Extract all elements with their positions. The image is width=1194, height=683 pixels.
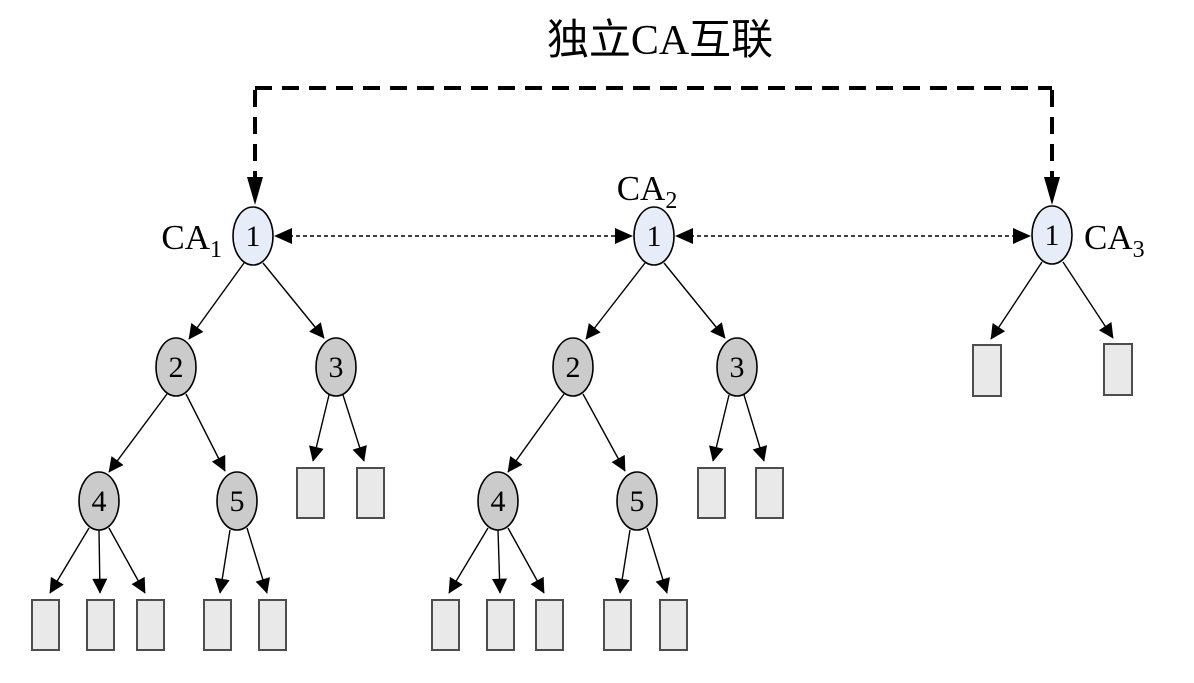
leaf-cert xyxy=(659,599,688,651)
ca1-label: CA1 xyxy=(161,218,222,263)
ca2-node-5-label: 5 xyxy=(630,485,645,518)
edge xyxy=(1062,261,1114,339)
edge xyxy=(646,527,670,594)
ca1-node-2 xyxy=(155,337,197,397)
ca1-node-5 xyxy=(216,471,258,531)
ca1-node-3 xyxy=(315,337,357,397)
edge xyxy=(309,394,330,462)
edge xyxy=(214,529,231,594)
ca1-root-node xyxy=(232,206,274,266)
leaf-cert xyxy=(603,599,632,651)
leaf-cert xyxy=(356,467,385,519)
ca1-label-text: CA xyxy=(161,218,210,257)
arrow-down-into-ca1-icon xyxy=(247,177,263,205)
edge xyxy=(108,393,168,473)
ca3-label-text: CA xyxy=(1084,218,1133,257)
edge xyxy=(585,262,646,340)
ca3-subtree: CA3 1 xyxy=(972,205,1145,397)
edge xyxy=(990,261,1043,340)
ca1-node-5-label: 5 xyxy=(230,485,245,518)
cross-cert-dotted-link xyxy=(274,228,1031,244)
ca2-root-label: 1 xyxy=(647,220,662,253)
ca2-node-4-label: 4 xyxy=(491,485,506,518)
leaf-cert xyxy=(972,344,1002,397)
edge xyxy=(108,527,146,594)
edge xyxy=(663,262,726,339)
edge xyxy=(582,393,626,472)
ca2-node-3-label: 3 xyxy=(730,351,745,384)
ca1-node-4-label: 4 xyxy=(92,485,107,518)
edge xyxy=(49,527,90,594)
ca2-label-subscript: 2 xyxy=(665,188,677,214)
edge xyxy=(188,262,245,340)
ca2-node-2 xyxy=(552,337,594,397)
edge xyxy=(92,529,108,594)
arrow-down-into-ca3-icon xyxy=(1044,177,1060,205)
edge xyxy=(492,529,508,594)
arrow-into-ca2-left-icon xyxy=(615,228,633,244)
ca2-node-5 xyxy=(616,471,658,531)
ca3-root-label: 1 xyxy=(1045,219,1060,252)
ca2-node-4 xyxy=(477,471,519,531)
leaf-cert xyxy=(535,599,564,651)
leaf-cert xyxy=(86,599,115,651)
ca1-node-4 xyxy=(78,471,120,531)
leaf-cert xyxy=(431,599,460,651)
edge xyxy=(246,527,270,594)
edge xyxy=(507,393,565,473)
diagram-title: 独立CA互联 xyxy=(547,17,773,64)
ca3-label: CA3 xyxy=(1084,218,1145,263)
ca1-label-subscript: 1 xyxy=(210,237,222,263)
ca1-node-2-label: 2 xyxy=(169,351,184,384)
interconnect-dashed-link xyxy=(247,86,1060,205)
ca1-node-3-label: 3 xyxy=(329,351,344,384)
ca1-subtree: CA1 1 2 3 4 5 xyxy=(31,206,385,651)
edge xyxy=(342,394,367,462)
leaf-cert xyxy=(486,599,515,651)
ca2-node-2-label: 2 xyxy=(566,351,581,384)
edge xyxy=(614,529,631,594)
leaf-cert xyxy=(697,467,726,519)
ca2-root-node xyxy=(633,206,675,266)
arrow-into-ca3-icon xyxy=(1013,228,1031,244)
ca2-subtree: CA2 1 2 3 4 5 xyxy=(431,169,784,651)
leaf-cert xyxy=(755,467,784,519)
edge xyxy=(507,527,545,594)
leaf-cert xyxy=(31,599,60,651)
ca3-root-node xyxy=(1031,205,1073,265)
leaf-cert xyxy=(258,599,287,651)
edge xyxy=(185,393,226,472)
edge xyxy=(743,394,768,462)
arrow-into-ca1-icon xyxy=(274,228,292,244)
ca2-label: CA2 xyxy=(617,169,678,214)
edge xyxy=(709,394,730,462)
ca2-node-3 xyxy=(716,337,758,397)
leaf-cert xyxy=(136,599,165,651)
ca3-label-subscript: 3 xyxy=(1133,237,1145,263)
arrow-into-ca2-right-icon xyxy=(675,228,693,244)
ca1-root-label: 1 xyxy=(246,220,261,253)
leaf-cert xyxy=(296,467,325,519)
edge xyxy=(448,527,489,594)
ca2-label-text: CA xyxy=(617,169,666,208)
leaf-cert xyxy=(203,599,232,651)
edge xyxy=(262,262,325,339)
leaf-cert xyxy=(1103,343,1133,396)
